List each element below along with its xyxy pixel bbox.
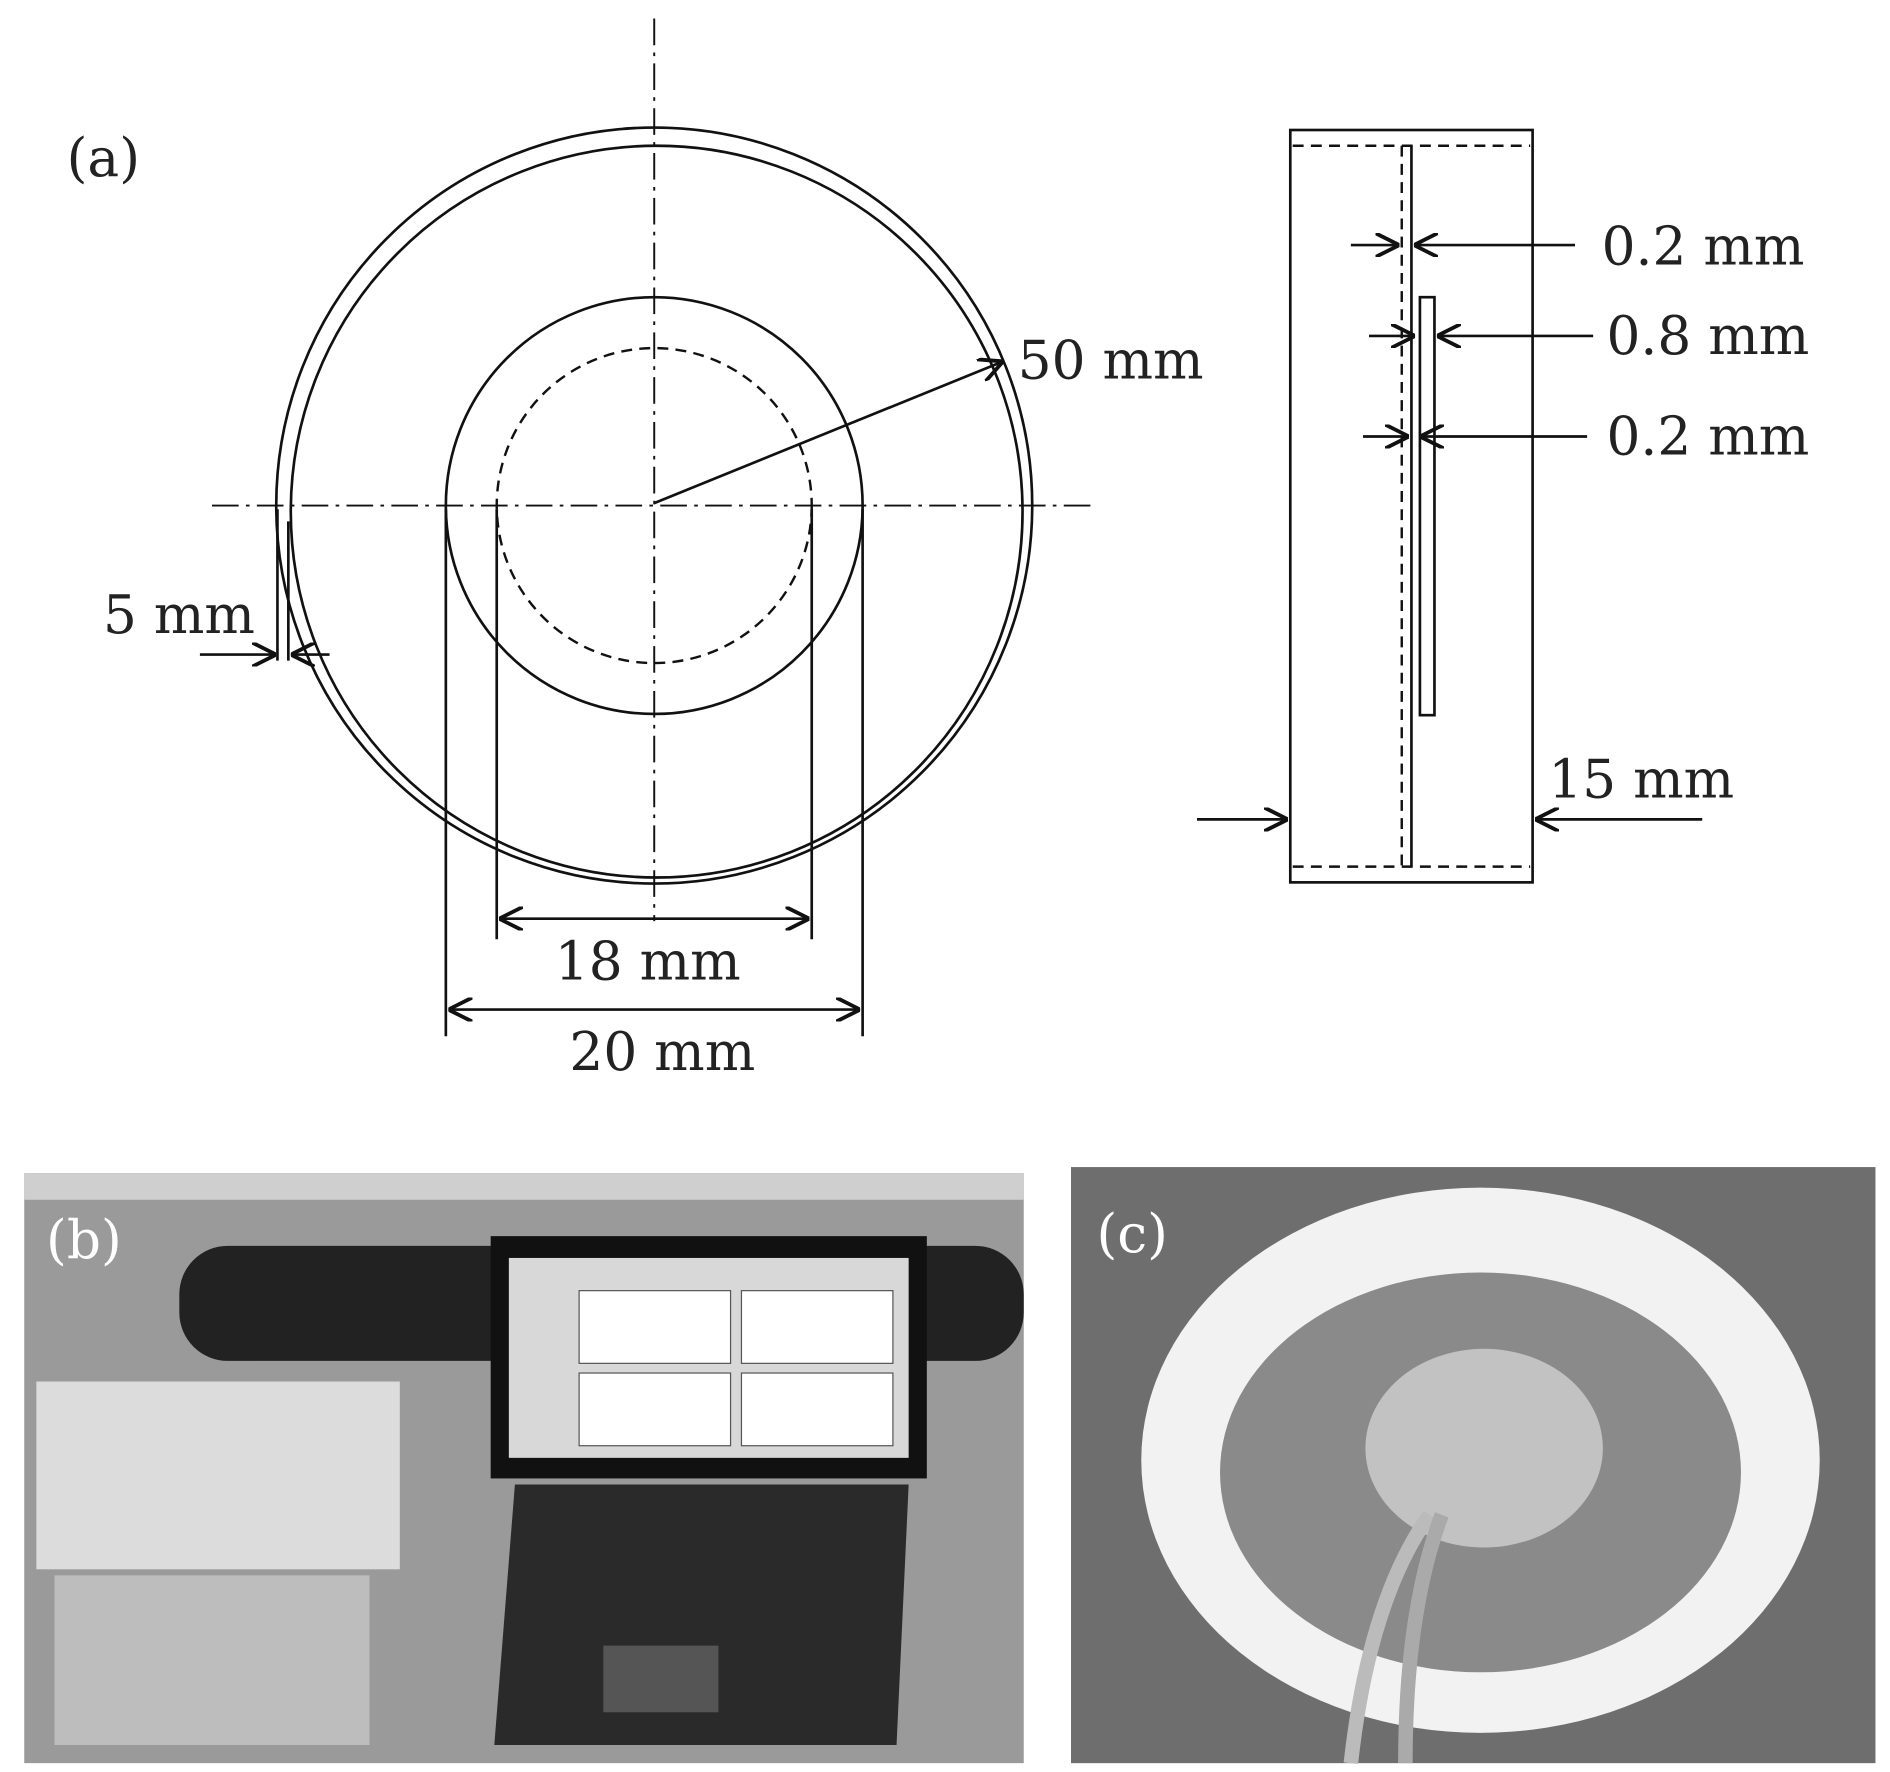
side-body bbox=[1288, 128, 1534, 884]
radius-arrow bbox=[653, 361, 1003, 505]
panel-b-label: (b) bbox=[46, 1209, 122, 1271]
dim-5mm: 5 mm bbox=[103, 584, 255, 646]
laptop-keyboard bbox=[494, 1484, 909, 1745]
sensor-disk bbox=[1365, 1348, 1603, 1548]
dim-20mm: 20 mm bbox=[569, 1021, 755, 1083]
electrode-dashed-circle bbox=[495, 346, 813, 665]
panel-c-label: (c) bbox=[1096, 1203, 1167, 1265]
disk-circle bbox=[444, 295, 864, 716]
dim-0.8mm: 0.8 mm bbox=[1607, 305, 1810, 367]
panel-b-photo: (b) bbox=[24, 1173, 1024, 1764]
piezo-element bbox=[1418, 295, 1436, 717]
panel-a-side-view: 0.2 mm 0.8 mm 0.2 mm 15 mm bbox=[1197, 128, 1810, 884]
dim-0.2mm-top: 0.2 mm bbox=[1602, 215, 1805, 277]
dim-15mm: 15 mm bbox=[1548, 749, 1734, 811]
panel-a-front-view: (a) 50 mm 5 mm 18 mm 20 mm bbox=[67, 18, 1204, 1083]
dim-50mm: 50 mm bbox=[1018, 329, 1204, 391]
outer-circle bbox=[274, 126, 1034, 885]
dim-18mm: 18 mm bbox=[555, 930, 741, 992]
dim-0.2mm-bottom: 0.2 mm bbox=[1607, 406, 1810, 468]
inner-ring-circle bbox=[289, 144, 1024, 879]
panel-a-label: (a) bbox=[67, 127, 140, 189]
daq-unit bbox=[36, 1381, 400, 1570]
panel-c-photo: (c) bbox=[1071, 1167, 1876, 1764]
